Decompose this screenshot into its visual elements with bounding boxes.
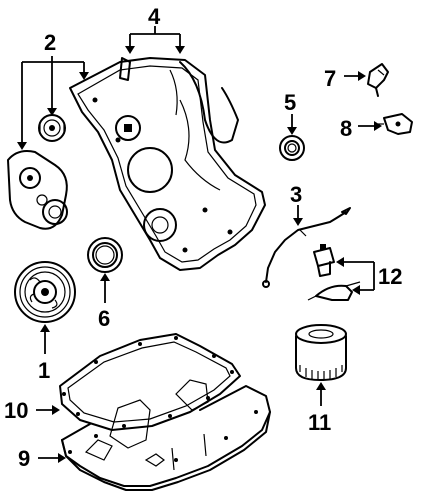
oil-pressure-sensor xyxy=(313,244,335,277)
callout-2: 2 xyxy=(44,30,56,55)
oil-filter xyxy=(295,324,347,381)
leader-lines xyxy=(17,26,382,463)
callout-6: 6 xyxy=(98,306,110,331)
callout-12: 12 xyxy=(378,264,402,289)
callout-10: 10 xyxy=(4,398,28,423)
dipstick-tube xyxy=(262,207,351,288)
callout-8: 8 xyxy=(340,116,352,141)
idler-pulley xyxy=(38,114,66,142)
sensor-part-8 xyxy=(378,113,413,135)
sensor-harness xyxy=(307,281,361,301)
callout-9: 9 xyxy=(18,446,30,471)
callout-5: 5 xyxy=(284,90,296,115)
belt-tensioner xyxy=(7,150,68,230)
crankshaft-pulley xyxy=(14,261,76,323)
callout-7: 7 xyxy=(324,66,336,91)
oil-pan xyxy=(61,379,271,491)
timing-cover xyxy=(69,57,266,271)
crankshaft-seal xyxy=(87,237,123,273)
callout-3: 3 xyxy=(290,182,302,207)
callout-1: 1 xyxy=(38,358,50,383)
camshaft-seal xyxy=(279,135,305,161)
sensor-part-7 xyxy=(367,63,389,97)
callout-4: 4 xyxy=(148,4,161,29)
oil-pan-gasket xyxy=(59,333,241,431)
callout-11: 11 xyxy=(308,410,331,435)
